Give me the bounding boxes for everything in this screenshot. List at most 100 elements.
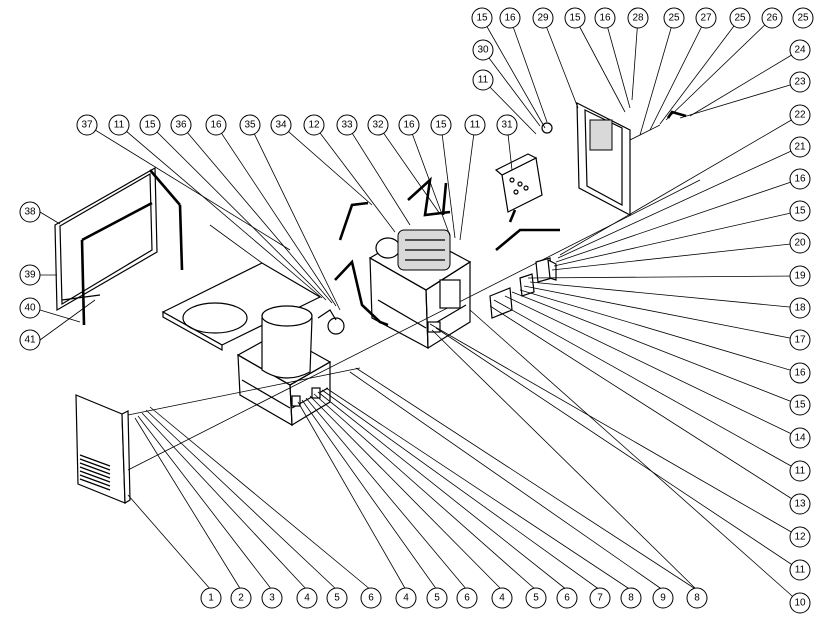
- rear-panel: [576, 102, 661, 216]
- callout-4: 4: [491, 587, 513, 609]
- callout-7: 7: [589, 587, 611, 609]
- svg-text:4: 4: [403, 593, 409, 604]
- svg-text:16: 16: [504, 13, 516, 24]
- callout-32: 32: [367, 114, 389, 136]
- svg-text:26: 26: [766, 13, 778, 24]
- callout-36: 36: [170, 114, 192, 136]
- svg-text:15: 15: [435, 120, 447, 131]
- svg-text:27: 27: [700, 13, 712, 24]
- svg-text:35: 35: [244, 120, 256, 131]
- callout-39: 39: [19, 264, 41, 286]
- svg-text:7: 7: [597, 593, 603, 604]
- machine-frame: [368, 229, 472, 350]
- svg-text:1: 1: [208, 593, 214, 604]
- callout-15: 15: [564, 7, 586, 29]
- svg-text:23: 23: [794, 77, 806, 88]
- callout-14: 14: [789, 427, 811, 449]
- svg-text:30: 30: [477, 45, 489, 56]
- callout-16: 16: [398, 114, 420, 136]
- svg-text:5: 5: [533, 593, 539, 604]
- callout-41: 41: [19, 329, 41, 351]
- svg-text:29: 29: [537, 13, 549, 24]
- svg-text:6: 6: [464, 593, 470, 604]
- svg-text:37: 37: [81, 120, 93, 131]
- callout-30: 30: [472, 39, 494, 61]
- svg-text:25: 25: [734, 13, 746, 24]
- svg-text:13: 13: [794, 499, 806, 510]
- callout-15: 15: [789, 200, 811, 222]
- svg-text:33: 33: [341, 120, 353, 131]
- svg-text:5: 5: [434, 593, 440, 604]
- svg-text:40: 40: [24, 303, 36, 314]
- callout-4: 4: [395, 587, 417, 609]
- callout-16: 16: [594, 7, 616, 29]
- callout-11: 11: [789, 559, 811, 581]
- callout-25: 25: [729, 7, 751, 29]
- callout-25: 25: [663, 7, 685, 29]
- svg-text:19: 19: [794, 271, 806, 282]
- callout-10: 10: [789, 592, 811, 614]
- callout-11: 11: [789, 460, 811, 482]
- callout-28: 28: [627, 7, 649, 29]
- svg-text:11: 11: [114, 120, 125, 131]
- svg-text:12: 12: [308, 120, 320, 131]
- callout-25: 25: [792, 7, 814, 29]
- callout-15: 15: [789, 394, 811, 416]
- svg-text:34: 34: [275, 120, 287, 131]
- svg-text:32: 32: [372, 120, 384, 131]
- svg-text:8: 8: [694, 593, 700, 604]
- top-tray: [161, 224, 322, 352]
- svg-text:8: 8: [628, 593, 634, 604]
- callout-5: 5: [426, 587, 448, 609]
- svg-text:11: 11: [795, 565, 806, 576]
- svg-text:10: 10: [794, 598, 806, 609]
- louver-grille: [79, 454, 111, 491]
- control-box: [494, 153, 543, 223]
- callout-18: 18: [789, 297, 811, 319]
- svg-text:11: 11: [478, 75, 489, 86]
- callout-6: 6: [456, 587, 478, 609]
- svg-text:15: 15: [144, 120, 156, 131]
- callout-31: 31: [496, 114, 518, 136]
- callout-24: 24: [789, 39, 811, 61]
- svg-text:15: 15: [476, 13, 488, 24]
- callout-5: 5: [525, 587, 547, 609]
- svg-text:3: 3: [269, 593, 275, 604]
- callout-16: 16: [789, 168, 811, 190]
- callout-6: 6: [556, 587, 578, 609]
- callout-27: 27: [695, 7, 717, 29]
- brackets: [489, 257, 557, 319]
- callout-29: 29: [532, 7, 554, 29]
- callout-21: 21: [789, 136, 811, 158]
- tubing: [334, 176, 560, 327]
- callout-11: 11: [472, 69, 494, 91]
- svg-text:22: 22: [794, 110, 806, 121]
- callout-9: 9: [652, 587, 674, 609]
- callout-26: 26: [761, 7, 783, 29]
- svg-text:16: 16: [794, 368, 806, 379]
- callout-4: 4: [296, 587, 318, 609]
- fitting: [666, 110, 687, 119]
- svg-text:15: 15: [569, 13, 581, 24]
- callout-12: 12: [303, 114, 325, 136]
- callout-19: 19: [789, 265, 811, 287]
- svg-text:2: 2: [238, 593, 244, 604]
- svg-text:5: 5: [334, 593, 340, 604]
- svg-text:20: 20: [794, 238, 806, 249]
- callout-35: 35: [239, 114, 261, 136]
- svg-text:4: 4: [304, 593, 310, 604]
- callout-2: 2: [230, 587, 252, 609]
- front-panel: [75, 394, 131, 505]
- svg-text:41: 41: [24, 335, 36, 346]
- svg-text:9: 9: [660, 593, 666, 604]
- svg-text:31: 31: [501, 120, 513, 131]
- callout-5: 5: [326, 587, 348, 609]
- callout-16: 16: [789, 362, 811, 384]
- svg-text:16: 16: [794, 174, 806, 185]
- svg-text:17: 17: [794, 335, 806, 346]
- callout-33: 33: [336, 114, 358, 136]
- svg-text:21: 21: [794, 142, 806, 153]
- svg-text:16: 16: [599, 13, 611, 24]
- callout-13: 13: [789, 493, 811, 515]
